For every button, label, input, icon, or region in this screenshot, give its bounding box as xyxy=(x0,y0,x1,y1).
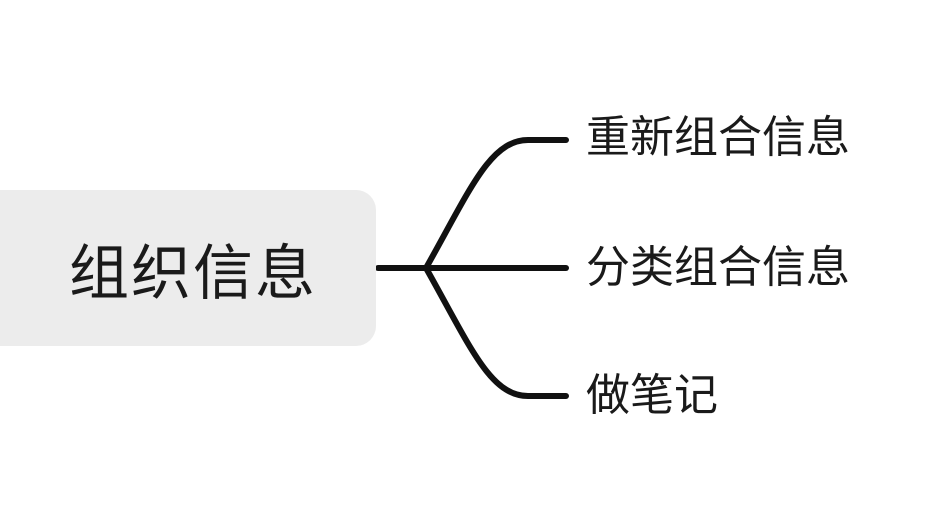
connector-branch-bottom xyxy=(423,265,569,399)
root-topic-node[interactable]: 组织信息 xyxy=(0,190,376,346)
branch-topic-notes[interactable]: 做笔记 xyxy=(586,370,718,421)
branch-topic-categorize[interactable]: 分类组合信息 xyxy=(586,242,850,293)
root-topic-label: 组织信息 xyxy=(69,238,317,309)
branch-topic-regroup[interactable]: 重新组合信息 xyxy=(586,112,850,163)
connector-branch-top xyxy=(423,137,569,271)
